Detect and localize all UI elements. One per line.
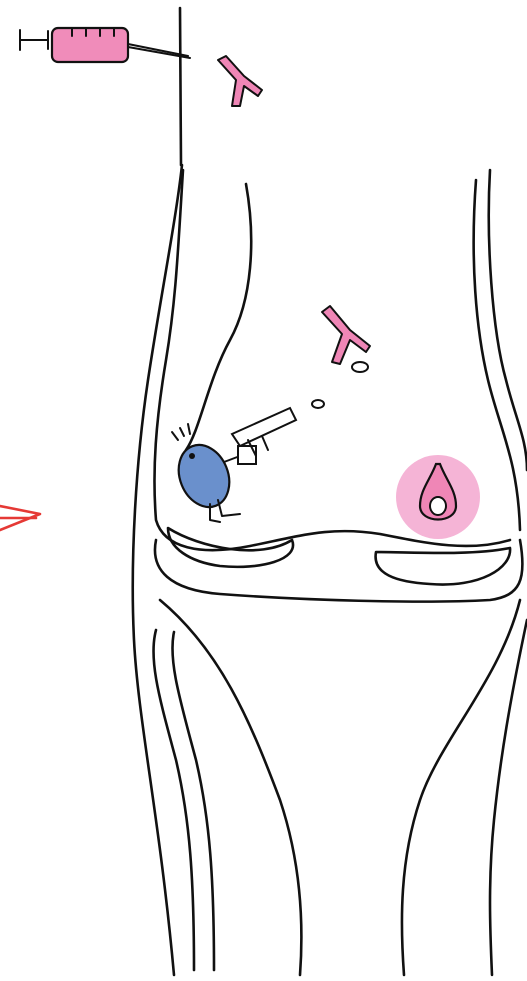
tibia-bone <box>133 165 527 975</box>
meniscus <box>168 528 510 585</box>
floating-antibody-icon <box>312 306 370 408</box>
syringe-icon <box>20 28 190 62</box>
pink-receptor-target-icon <box>396 455 480 539</box>
skin-line <box>180 8 181 165</box>
y-shaped-antibody-icon <box>218 56 262 106</box>
blue-cell-with-gun-icon <box>170 408 296 522</box>
red-arrow-icon <box>0 506 40 530</box>
